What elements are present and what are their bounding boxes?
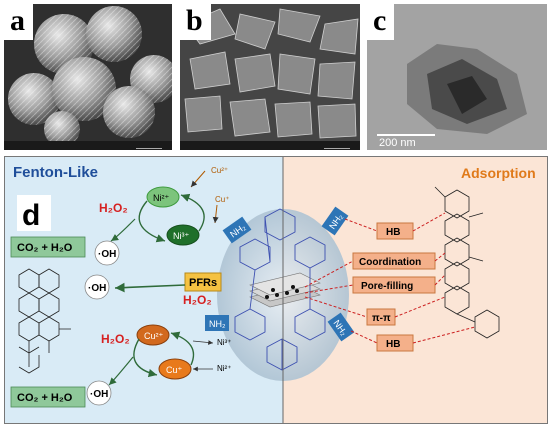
- ni2-node: [146, 186, 180, 208]
- adsorption-hb-bottom: HB: [376, 334, 414, 352]
- h2o2-bottom: H₂O₂: [101, 332, 130, 346]
- oh-radical-3: ·OH: [86, 380, 112, 406]
- adsorption-pi-pi: π-π: [366, 308, 396, 326]
- panel-a-info-bar: [4, 141, 172, 150]
- h2o2-top: H₂O₂: [99, 201, 128, 215]
- panel-d-label: d: [22, 199, 40, 232]
- cu1-node: [158, 358, 192, 380]
- ni-to-oh-arrow: [110, 218, 136, 242]
- panel-c-micrograph: [367, 4, 547, 150]
- nh2-box-right-bottom: NH₂: [327, 312, 355, 342]
- svg-text:Cu²⁺: Cu²⁺: [144, 331, 164, 341]
- panel-a-micrograph: [4, 4, 172, 150]
- ni-cycle-arrow-1: [138, 200, 166, 243]
- co2-box-top: [10, 236, 86, 258]
- adsorption-title: Adsorption: [461, 165, 536, 181]
- svg-text:Cu⁺: Cu⁺: [166, 365, 183, 375]
- panel-b-label: b: [180, 4, 211, 40]
- svg-text:·OH: ·OH: [90, 389, 108, 400]
- svg-text:Pore-filling: Pore-filling: [361, 281, 413, 292]
- panel-d-mechanism-diagram: Fenton-Like Adsorption d CO₂ + H₂O CO₂ +…: [4, 156, 548, 424]
- ni-cycle-arrow-2: [180, 193, 205, 232]
- adsorption-hb-top: HB: [376, 222, 414, 240]
- svg-text:·OH: ·OH: [88, 283, 106, 294]
- nh2-box-left-top: NH₂: [222, 216, 252, 244]
- svg-text:HB: HB: [386, 339, 400, 350]
- cu1-top: Cu⁺: [215, 195, 229, 204]
- panel-b-sem-image: b: [180, 4, 360, 150]
- tetracycline-molecule-right: [434, 186, 500, 339]
- ni2-bottom: Ni²⁺: [217, 364, 231, 373]
- svg-text:Ni²⁺: Ni²⁺: [153, 193, 169, 203]
- panel-c-tem-image: c 200 nm: [367, 4, 547, 150]
- nh2-box-right-top: NH₂: [321, 206, 349, 236]
- interaction-lines: [304, 212, 476, 344]
- fenton-like-title: Fenton-Like: [13, 164, 98, 181]
- metal-atoms: [265, 285, 299, 299]
- oh-radical-2: ·OH: [84, 274, 110, 300]
- pfrs-box: [184, 272, 222, 292]
- svg-text:·OH: ·OH: [98, 249, 116, 260]
- polymer-network: [234, 208, 326, 371]
- panel-d-label-box: [17, 195, 51, 231]
- panel-c-scalebar: [377, 134, 435, 136]
- co2-label-top: CO₂ + H₂O: [17, 242, 73, 254]
- panel-c-label: c: [367, 4, 395, 40]
- mechanism-svg: Fenton-Like Adsorption d CO₂ + H₂O CO₂ +…: [5, 157, 547, 423]
- panel-b-info-bar: [180, 141, 360, 150]
- adsorption-coordination: Coordination: [352, 252, 436, 270]
- panel-c-scale-text: 200 nm: [379, 137, 416, 149]
- ni3-node: [166, 224, 200, 246]
- cu2-top: Cu²⁺: [211, 166, 228, 175]
- svg-text:Ni³⁺: Ni³⁺: [173, 231, 189, 241]
- ni3-bottom: Ni³⁺: [217, 338, 231, 347]
- svg-text:π-π: π-π: [372, 313, 391, 324]
- co2-box-bottom: [10, 386, 86, 408]
- svg-text:NH₂: NH₂: [209, 319, 226, 329]
- panel-a-sem-image: a: [4, 4, 172, 150]
- tetracycline-molecule-left: [18, 268, 71, 374]
- svg-text:HB: HB: [386, 227, 400, 238]
- oh-radical-1: ·OH: [94, 240, 120, 266]
- h2o2-mid: H₂O₂: [183, 293, 212, 307]
- co2-label-bottom: CO₂ + H₂O: [17, 392, 73, 404]
- pfrs-arrow: [114, 282, 186, 293]
- svg-text:Coordination: Coordination: [359, 257, 421, 268]
- panel-a-label: a: [4, 4, 33, 40]
- adsorption-pore-filling: Pore-filling: [352, 276, 436, 294]
- cu2-node: [136, 324, 170, 346]
- nh2-box-left-bottom: NH₂: [205, 315, 229, 331]
- pfrs-label: PFRs: [189, 277, 217, 289]
